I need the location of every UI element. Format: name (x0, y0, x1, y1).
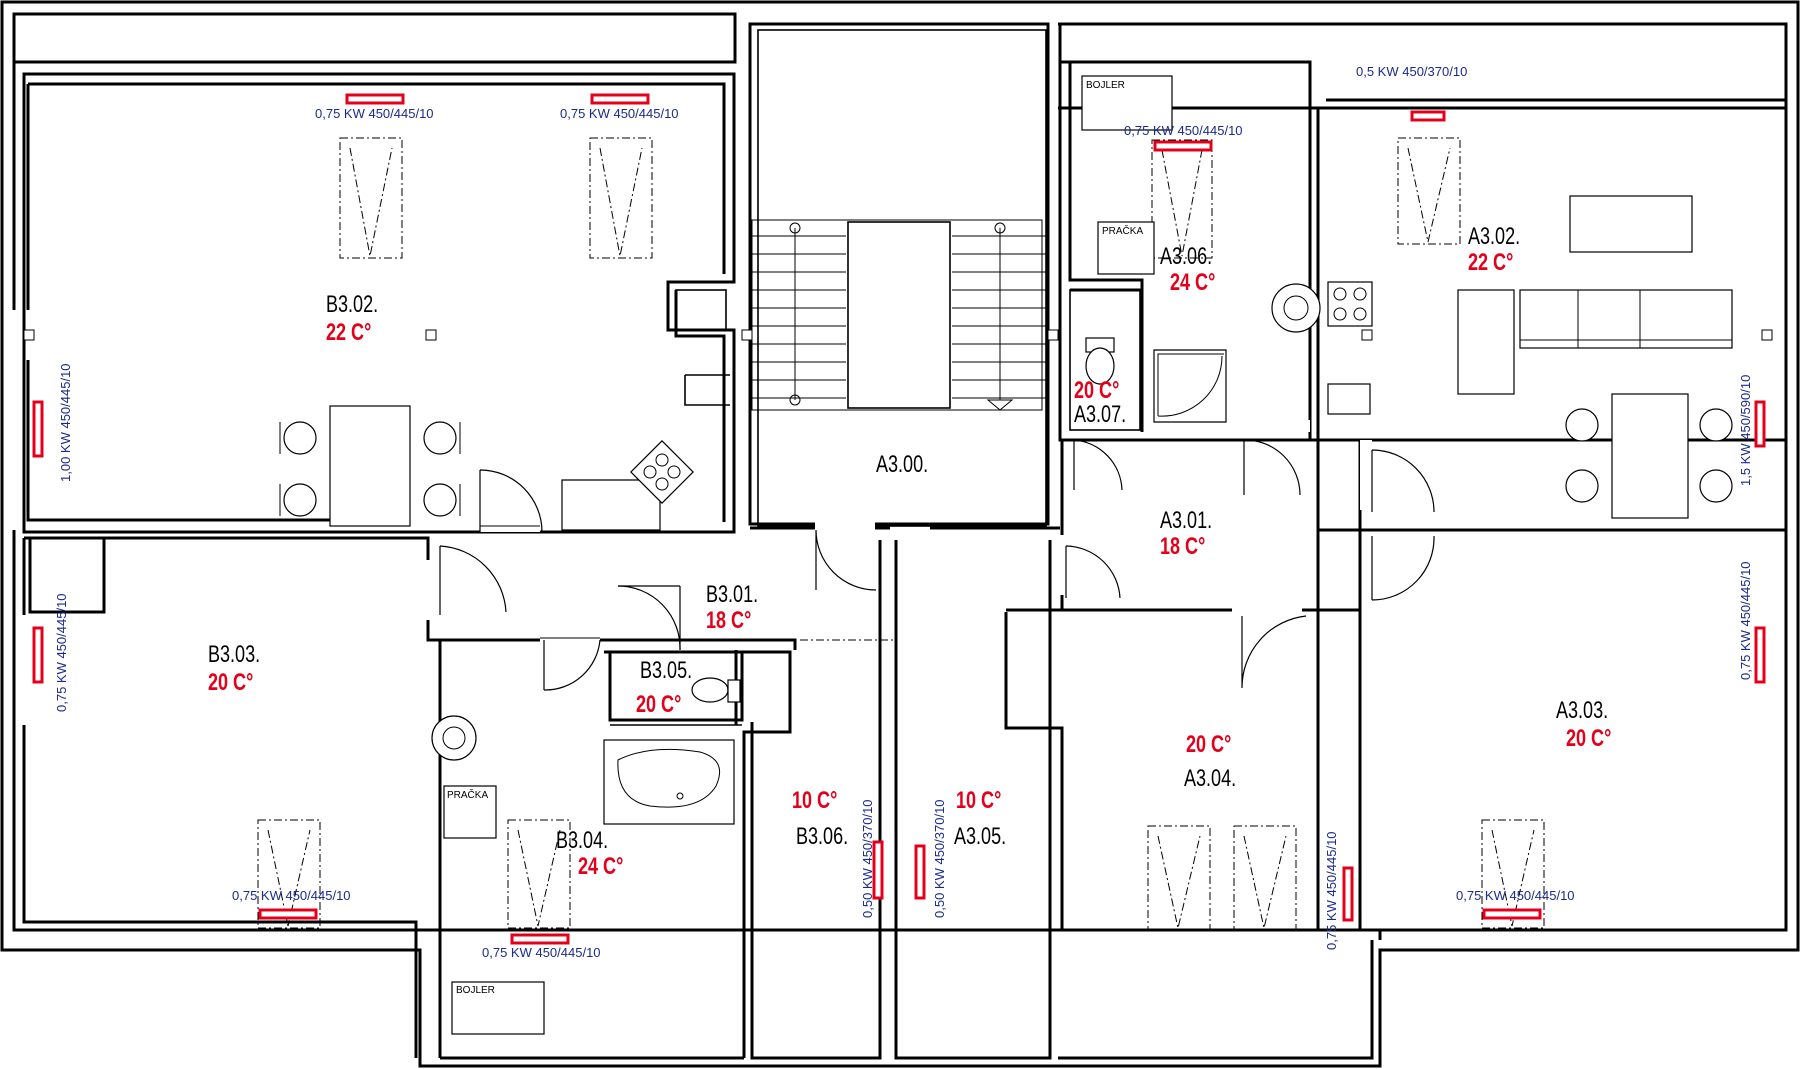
sink-icon (1271, 283, 1321, 333)
furniture-b304: PRAČKA BOJLER (431, 677, 741, 1035)
room-temp-b303: 20 C° (208, 668, 253, 695)
radiator-label-b303-bottom: 0,75 KW 450/445/10 (232, 888, 351, 903)
radiator (32, 626, 44, 684)
bathtub-icon (603, 739, 735, 825)
radiator (1410, 110, 1446, 122)
room-name-a305: A3.05. (954, 822, 1006, 849)
room-name-b302: B3.02. (326, 290, 378, 317)
boiler-label: BOJLER (1086, 80, 1125, 91)
room-name-b305: B3.05. (640, 656, 692, 683)
room-temp-a301: 18 C° (1160, 532, 1205, 559)
washer-b: PRAČKA (443, 785, 497, 839)
room-name-a303: A3.03. (1556, 696, 1608, 723)
wall-breaks (420, 420, 1372, 644)
room-name-a307: A3.07. (1074, 400, 1126, 427)
room-name-a304: A3.04. (1184, 764, 1236, 791)
room-name-a301: A3.01. (1160, 506, 1212, 533)
washer-a: PRAČKA (1097, 221, 1155, 275)
chair (279, 483, 317, 517)
room-temp-a302: 22 C° (1468, 248, 1513, 275)
room-temp-a305: 10 C° (956, 786, 1001, 813)
room-temp-a306: 24 C° (1170, 268, 1215, 295)
radiator-notes: 0,75 KW 450/445/10 0,75 KW 450/445/10 1,… (54, 64, 1753, 960)
radiator (590, 93, 650, 105)
room-temp-a307: 20 C° (1074, 376, 1119, 403)
room-labels: B3.02. 22 C° B3.03. 20 C° B3.01. 18 C° B… (208, 222, 1611, 879)
furniture-a306: BOJLER PRAČKA (1081, 75, 1321, 423)
washer-label: PRAČKA (447, 788, 488, 801)
room-name-b303: B3.03. (208, 640, 260, 667)
boiler-b: BOJLER (451, 981, 545, 1035)
radiator (32, 400, 44, 458)
radiator-label-a305: 0,50 KW 450/370/10 (932, 799, 947, 918)
boiler-label: BOJLER (456, 985, 495, 996)
radiator-label-a303-bottom: 0,75 KW 450/445/10 (1456, 888, 1575, 903)
radiator-label-b304-bottom: 0,75 KW 450/445/10 (482, 945, 601, 960)
chair (279, 421, 317, 455)
room-temp-b302: 22 C° (326, 318, 371, 345)
radiator-label-b302-top-left: 0,75 KW 450/445/10 (315, 106, 434, 121)
roof-windows (257, 137, 1545, 931)
stair-treads (752, 222, 1046, 411)
radiator (1754, 400, 1766, 448)
chair (1565, 469, 1599, 503)
room-temp-b301: 18 C° (706, 606, 751, 633)
stove-icon (630, 440, 694, 504)
radiator-label-a303-right: 0,75 KW 450/445/10 (1738, 561, 1753, 680)
sink-icon (431, 715, 477, 761)
radiator (510, 933, 570, 945)
radiator (258, 908, 318, 920)
room-name-a306: A3.06. (1160, 242, 1212, 269)
radiator-label-a304: 0,75 KW 450/445/10 (1324, 831, 1339, 950)
room-name-a302: A3.02. (1468, 222, 1520, 249)
chair (423, 421, 461, 455)
radiator-label-b303-left: 0,75 KW 450/445/10 (54, 593, 69, 712)
chair (1699, 408, 1733, 442)
boiler-a: BOJLER (1081, 75, 1173, 131)
room-temp-b305: 20 C° (636, 690, 681, 717)
toilet-icon (1085, 337, 1115, 385)
chair (1565, 408, 1599, 442)
washer-label: PRAČKA (1102, 224, 1143, 237)
room-name-b304: B3.04. (556, 826, 608, 853)
room-name-a300: A3.00. (876, 450, 928, 477)
stove-icon (1327, 281, 1373, 327)
radiators (32, 93, 1766, 945)
radiator-label-b302-top-right: 0,75 KW 450/445/10 (560, 106, 679, 121)
radiator (1754, 626, 1766, 684)
radiator-label-a302-top: 0,5 KW 450/370/10 (1356, 64, 1467, 79)
room-temp-b306: 10 C° (792, 786, 837, 813)
columns (23, 329, 1773, 341)
furniture-b302 (279, 405, 694, 531)
room-temp-b304: 24 C° (578, 852, 623, 879)
radiator (345, 93, 405, 105)
room-temp-a303: 20 C° (1566, 724, 1611, 751)
radiator-label-a302-right: 1,5 KW 450/590/10 (1738, 375, 1753, 486)
radiator (1342, 866, 1354, 922)
radiator (1482, 908, 1542, 920)
radiator-label-b306: 0,50 KW 450/370/10 (860, 799, 875, 918)
room-temp-a304: 20 C° (1186, 730, 1231, 757)
chair (1699, 469, 1733, 503)
furniture-a302 (1327, 195, 1733, 519)
radiator-label-a306: 0,75 KW 450/445/10 (1124, 123, 1243, 138)
room-name-b306: B3.06. (796, 822, 848, 849)
chair (423, 483, 461, 517)
room-name-b301: B3.01. (706, 580, 758, 607)
radiator (872, 840, 884, 900)
radiator-label-b302-left: 1,00 KW 450/445/10 (58, 363, 73, 482)
room-walls-b302 (22, 72, 736, 534)
radiator (914, 844, 926, 900)
radiator (1153, 140, 1213, 152)
door-swings (439, 439, 1435, 691)
toilet-icon (691, 677, 741, 703)
